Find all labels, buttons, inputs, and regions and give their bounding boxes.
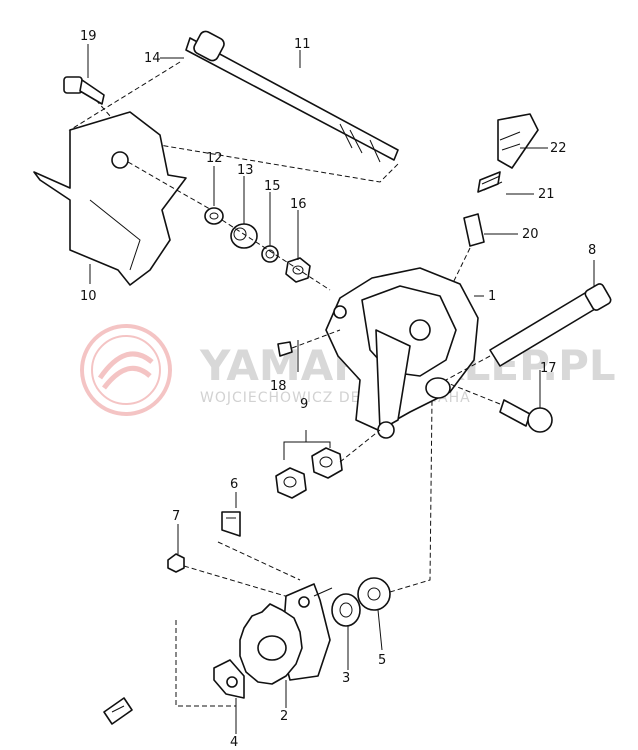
part-number-3: 3 bbox=[342, 671, 350, 686]
part-shaft bbox=[68, 30, 399, 183]
part-number-14: 14 bbox=[144, 51, 161, 66]
fwd-arrow-icon bbox=[103, 697, 133, 725]
part-bolt-8 bbox=[445, 283, 612, 381]
part-number-15: 15 bbox=[264, 179, 281, 194]
part-screw-17 bbox=[449, 383, 553, 433]
part-gear-assembly bbox=[239, 583, 333, 685]
part-number-labels: 19 14 11 12 13 15 16 22 21 20 8 1 10 18 … bbox=[80, 29, 596, 750]
part-number-8: 8 bbox=[588, 243, 596, 258]
part-number-4: 4 bbox=[230, 735, 238, 750]
part-number-2: 2 bbox=[280, 709, 288, 724]
part-number-18: 18 bbox=[270, 379, 287, 394]
part-bracket-plate bbox=[33, 111, 216, 286]
part-number-5: 5 bbox=[378, 653, 386, 668]
part-nut-7 bbox=[167, 553, 185, 573]
part-number-6: 6 bbox=[230, 477, 238, 492]
part-plate-4 bbox=[213, 659, 245, 699]
leader-lines bbox=[87, 44, 595, 734]
part-number-1: 1 bbox=[488, 289, 496, 304]
part-number-20: 20 bbox=[522, 227, 539, 242]
part-number-10: 10 bbox=[80, 289, 97, 304]
part-number-9: 9 bbox=[300, 397, 308, 412]
part-number-22: 22 bbox=[550, 141, 567, 156]
part-nut-9b bbox=[311, 447, 343, 479]
part-washer-3 bbox=[331, 593, 361, 627]
part-number-21: 21 bbox=[538, 187, 555, 202]
part-clip-6 bbox=[221, 511, 241, 537]
part-number-7: 7 bbox=[172, 509, 180, 524]
part-plug-22 bbox=[497, 113, 539, 169]
part-number-16: 16 bbox=[290, 197, 307, 212]
watermark-logo-icon bbox=[80, 324, 172, 416]
part-number-11: 11 bbox=[294, 37, 311, 52]
part-bushing-13 bbox=[230, 223, 258, 249]
part-ring-15 bbox=[261, 245, 279, 263]
part-number-19: 19 bbox=[80, 29, 97, 44]
part-nut-16 bbox=[285, 257, 311, 283]
part-pin-18 bbox=[277, 329, 341, 357]
part-washer-12 bbox=[204, 207, 224, 225]
part-spring-21 bbox=[477, 171, 503, 193]
part-housing bbox=[325, 267, 479, 439]
part-pin-20 bbox=[463, 213, 485, 247]
part-number-17: 17 bbox=[540, 361, 557, 376]
part-number-13: 13 bbox=[237, 163, 254, 178]
part-nut-9a bbox=[275, 467, 307, 499]
part-washer-5 bbox=[357, 577, 391, 611]
part-number-12: 12 bbox=[206, 151, 223, 166]
